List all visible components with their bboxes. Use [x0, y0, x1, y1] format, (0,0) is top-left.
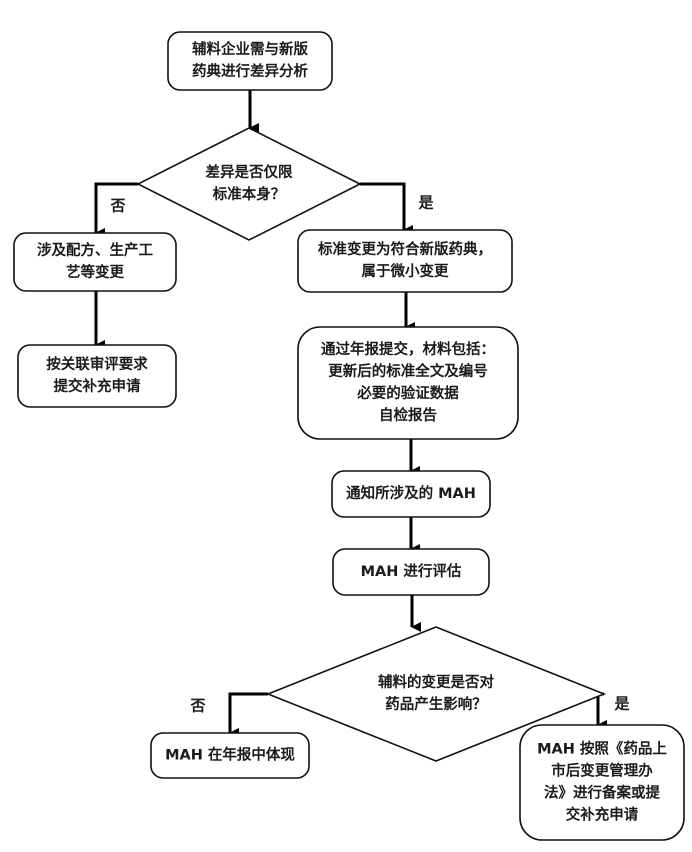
nodes-layer: 辅料企业需与新版药典进行差异分析差异是否仅限标准本身？涉及配方、生产工艺等变更按… — [13, 31, 685, 841]
edge-decision1-to-no1_change — [94, 182, 138, 238]
node-text-line: 通知所涉及的 MAH — [346, 484, 476, 502]
node-text-line: MAH 按照《药品上 — [537, 740, 667, 758]
node-text-line: 更新后的标准全文及编号 — [328, 362, 488, 380]
node-text-line: 按关联审评要求 — [46, 355, 148, 373]
node-text-line: 自检报告 — [379, 406, 437, 424]
edge-decision2-to-yes2_file — [596, 692, 607, 730]
process-box — [519, 724, 685, 841]
process-box — [13, 232, 177, 292]
edge-label-yes: 是 — [417, 194, 434, 212]
process-box — [331, 470, 491, 518]
process-node-yes1-minor: 标准变更为符合新版药典， 属于微小变更 — [297, 229, 513, 293]
node-text-line: 药品产生影响？ — [385, 695, 487, 713]
node-text-line: 必要的验证数据 — [356, 384, 459, 402]
node-text-line: 标准本身？ — [212, 185, 286, 203]
node-text-line: 药典进行差异分析 — [192, 62, 308, 80]
node-text-line: 通过年报提交，材料包括： — [321, 340, 495, 358]
decision-diamond — [136, 127, 362, 241]
decision-diamond — [265, 626, 607, 762]
edge-decision2-to-no2_report — [228, 692, 268, 738]
node-text-line: 标准变更为符合新版药典， — [317, 240, 492, 258]
process-node-no2-report: MAH 在年报中体现 — [150, 732, 310, 779]
node-text-line: MAH 在年报中体现 — [165, 746, 295, 764]
process-node-mah-evaluate: MAH 进行评估 — [332, 548, 490, 596]
process-box — [297, 326, 519, 440]
edge-label-no: 否 — [189, 697, 205, 715]
edge-labels-layer: 否是否是 — [109, 194, 630, 715]
node-text-line: 提交补充申请 — [54, 377, 141, 395]
edge-decision1-to-yes1_minor — [360, 182, 413, 235]
node-text-line: 辅料的变更是否对 — [378, 673, 494, 691]
process-node-notify-mah: 通知所涉及的 MAH — [331, 470, 491, 518]
process-box — [297, 229, 513, 293]
edge-label-no: 否 — [109, 197, 125, 215]
node-text-line: 辅料企业需与新版 — [192, 40, 308, 58]
node-text-line: 差异是否仅限 — [206, 163, 293, 181]
process-box — [150, 732, 310, 779]
node-text-line: 法》进行备案或提 — [544, 784, 660, 802]
process-box — [167, 31, 333, 91]
node-text-line: 涉及配方、生产工 — [37, 241, 153, 259]
edges-layer — [94, 90, 607, 738]
node-text-line: 艺等变更 — [66, 263, 124, 281]
process-box — [332, 548, 490, 596]
node-text-line: 交补充申请 — [566, 806, 639, 824]
node-text-line: 市后变更管理办 — [551, 762, 653, 780]
process-box — [17, 344, 177, 408]
node-text-line: MAH 进行评估 — [361, 562, 462, 580]
node-text-line: 属于微小变更 — [362, 262, 449, 280]
edge-label-yes: 是 — [613, 695, 630, 713]
